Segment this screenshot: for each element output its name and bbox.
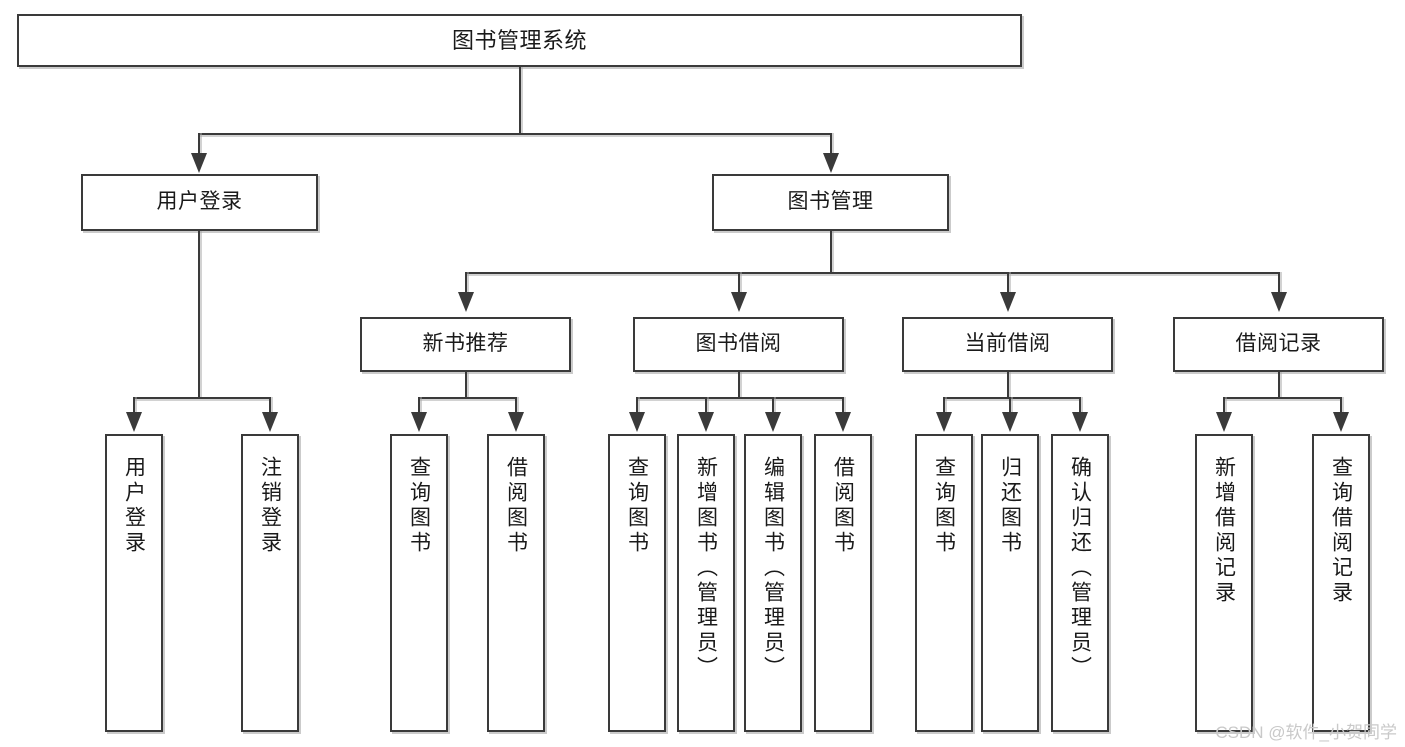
node-label: 新增借阅记录 — [1212, 456, 1236, 606]
arrowhead-new-book — [458, 292, 474, 312]
node-label: 新书推荐 — [422, 332, 509, 356]
edge-user-login-to-leaf-2 — [269, 397, 271, 414]
node-label: 查询图书 — [625, 456, 649, 556]
node-label: 注销登录 — [258, 456, 282, 556]
edge-bm-to-book-borrow — [738, 272, 740, 296]
edge-book-borrow-to-leaf-3 — [772, 397, 774, 414]
edge-current-borrow-to-leaf-2 — [1009, 397, 1011, 414]
node-label: 借阅图书 — [831, 456, 855, 556]
edge-current-borrow-stem — [1007, 372, 1009, 397]
node-label: 图书借阅 — [695, 332, 782, 356]
arrowhead-current-borrow-leaf-2 — [1002, 412, 1018, 432]
edge-current-borrow-to-leaf-3 — [1079, 397, 1081, 414]
edge-bm-to-new-book — [465, 272, 467, 296]
arrowhead-borrow-record-leaf-1 — [1216, 412, 1232, 432]
node-leaf-borrow-book-recommend[interactable]: 借阅图书 — [487, 434, 545, 732]
edge-borrow-record-to-leaf-2 — [1340, 397, 1342, 414]
edge-borrow-record-stem — [1278, 372, 1280, 397]
edge-book-management-bus — [465, 272, 1280, 274]
node-label: 当前借阅 — [964, 332, 1051, 356]
node-root-book-management-system[interactable]: 图书管理系统 — [17, 14, 1022, 67]
node-label: 确认归还（管理员） — [1068, 456, 1092, 681]
edge-root-to-book-management — [830, 133, 832, 157]
arrowhead-book-borrow-leaf-3 — [765, 412, 781, 432]
node-user-login[interactable]: 用户登录 — [81, 174, 318, 231]
edge-root-stem — [519, 67, 521, 133]
node-label: 图书管理系统 — [451, 27, 587, 53]
node-label: 新增图书（管理员） — [694, 456, 718, 681]
arrowhead-current-borrow — [1000, 292, 1016, 312]
edge-book-borrow-to-leaf-2 — [705, 397, 707, 414]
node-label: 用户登录 — [122, 456, 146, 556]
node-leaf-user-login[interactable]: 用户登录 — [105, 434, 163, 732]
edge-book-borrow-to-leaf-1 — [636, 397, 638, 414]
arrowhead-new-book-leaf-1 — [411, 412, 427, 432]
edge-book-borrow-stem — [738, 372, 740, 397]
node-label: 查询借阅记录 — [1329, 456, 1353, 606]
node-leaf-query-borrow-record[interactable]: 查询借阅记录 — [1312, 434, 1370, 732]
node-leaf-logout[interactable]: 注销登录 — [241, 434, 299, 732]
arrowhead-current-borrow-leaf-1 — [936, 412, 952, 432]
edge-new-book-stem — [465, 372, 467, 397]
node-leaf-query-book-recommend[interactable]: 查询图书 — [390, 434, 448, 732]
node-label: 查询图书 — [932, 456, 956, 556]
node-leaf-query-book-borrow[interactable]: 查询图书 — [608, 434, 666, 732]
edge-current-borrow-to-leaf-1 — [943, 397, 945, 414]
watermark-text: CSDN @软件_小贺同学 — [1215, 723, 1397, 742]
node-label: 图书管理 — [787, 190, 874, 214]
arrowhead-book-borrow — [731, 292, 747, 312]
node-label: 借阅图书 — [504, 456, 528, 556]
edge-new-book-bus — [418, 397, 517, 399]
edge-root-to-user-login — [198, 133, 200, 157]
edge-user-login-stem — [198, 231, 200, 397]
edge-user-login-to-leaf-1 — [133, 397, 135, 414]
node-label: 借阅记录 — [1235, 332, 1322, 356]
node-leaf-query-book-current[interactable]: 查询图书 — [915, 434, 973, 732]
arrowhead-book-borrow-leaf-1 — [629, 412, 645, 432]
arrowhead-borrow-record — [1271, 292, 1287, 312]
node-leaf-return-book[interactable]: 归还图书 — [981, 434, 1039, 732]
edge-book-borrow-bus — [636, 397, 842, 399]
node-label: 归还图书 — [998, 456, 1022, 556]
node-borrow-record[interactable]: 借阅记录 — [1173, 317, 1384, 372]
edge-user-login-bus — [133, 397, 270, 399]
arrowhead-user-login-leaf-2 — [262, 412, 278, 432]
edge-bm-to-borrow-record — [1278, 272, 1280, 296]
edge-bm-to-current-borrow — [1007, 272, 1009, 296]
node-current-borrow[interactable]: 当前借阅 — [902, 317, 1113, 372]
node-leaf-add-borrow-record[interactable]: 新增借阅记录 — [1195, 434, 1253, 732]
edge-current-borrow-bus — [943, 397, 1079, 399]
arrowhead-user-login-leaf-1 — [126, 412, 142, 432]
arrowhead-book-borrow-leaf-2 — [698, 412, 714, 432]
edge-new-book-to-leaf-2 — [515, 397, 517, 414]
node-label: 查询图书 — [407, 456, 431, 556]
edge-borrow-record-to-leaf-1 — [1223, 397, 1225, 414]
arrowhead-current-borrow-leaf-3 — [1072, 412, 1088, 432]
arrowhead-book-management — [823, 153, 839, 173]
node-book-management[interactable]: 图书管理 — [712, 174, 949, 231]
node-leaf-add-book-admin[interactable]: 新增图书（管理员） — [677, 434, 735, 732]
node-leaf-edit-book-admin[interactable]: 编辑图书（管理员） — [744, 434, 802, 732]
node-label: 用户登录 — [156, 190, 243, 214]
edge-book-management-stem — [830, 231, 832, 272]
edge-new-book-to-leaf-1 — [418, 397, 420, 414]
edge-borrow-record-bus — [1223, 397, 1340, 399]
arrowhead-borrow-record-leaf-2 — [1333, 412, 1349, 432]
node-leaf-confirm-return-admin[interactable]: 确认归还（管理员） — [1051, 434, 1109, 732]
node-label: 编辑图书（管理员） — [761, 456, 785, 681]
edge-book-borrow-to-leaf-4 — [842, 397, 844, 414]
node-book-borrow[interactable]: 图书借阅 — [633, 317, 844, 372]
arrowhead-user-login — [191, 153, 207, 173]
arrowhead-new-book-leaf-2 — [508, 412, 524, 432]
arrowhead-book-borrow-leaf-4 — [835, 412, 851, 432]
node-new-book-recommend[interactable]: 新书推荐 — [360, 317, 571, 372]
edge-root-bus — [198, 133, 832, 135]
node-leaf-borrow-book[interactable]: 借阅图书 — [814, 434, 872, 732]
